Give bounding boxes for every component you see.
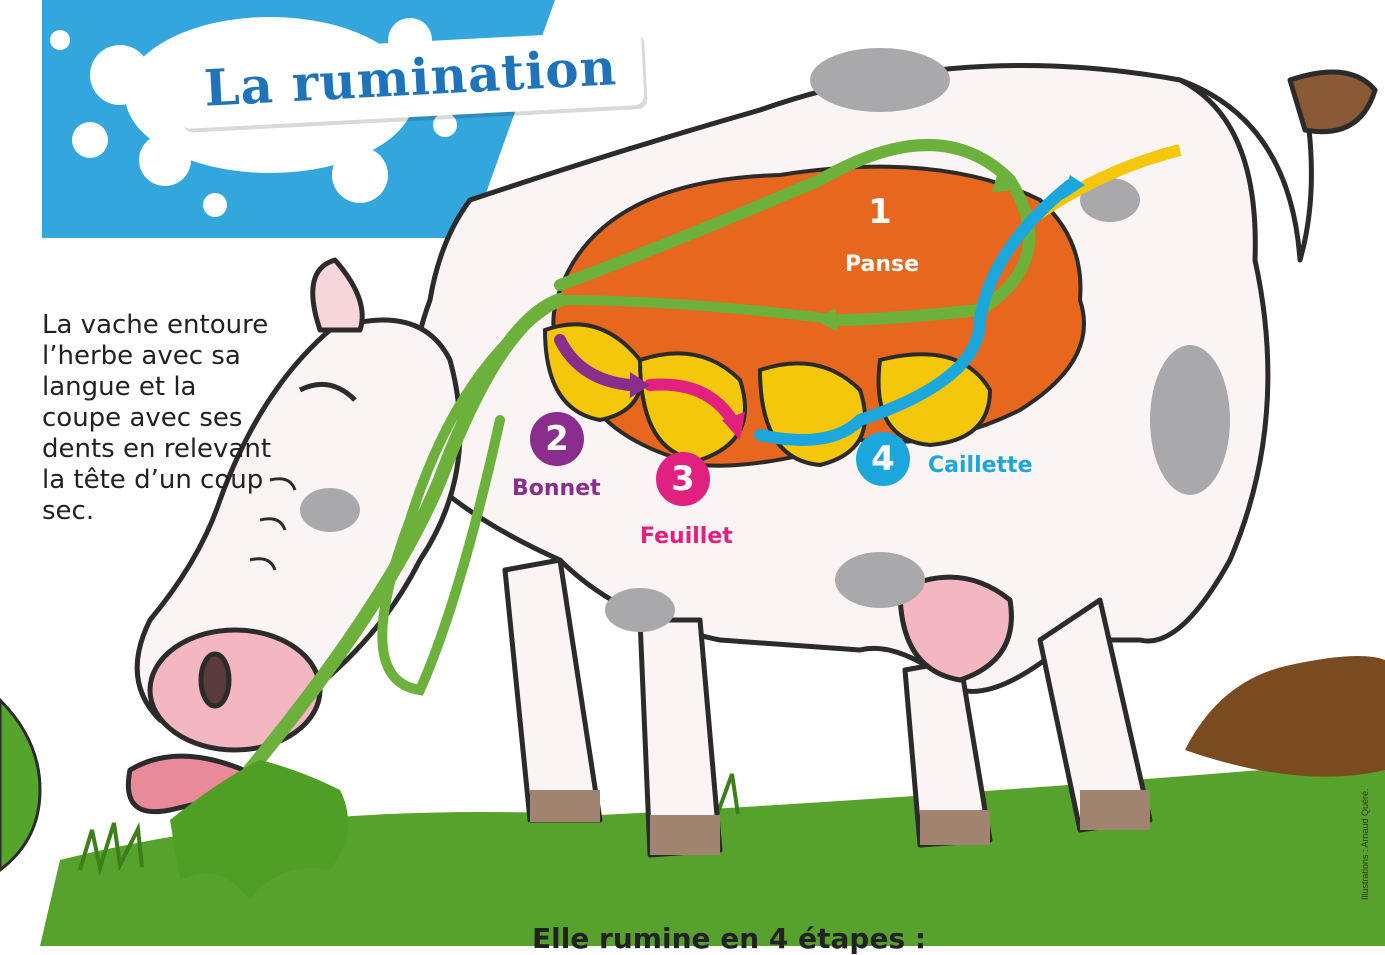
edge-green-circle	[0, 700, 40, 870]
cow-muzzle	[150, 630, 320, 750]
stage-3-badge: 3	[656, 452, 710, 506]
steps-heading: Elle rumine en 4 étapes :	[532, 922, 926, 955]
cow-leg-front-left	[505, 560, 600, 820]
stage-1-badge: 1	[853, 185, 907, 239]
stage-1-label: Panse	[845, 252, 919, 277]
cow-tail-tuft	[1290, 72, 1375, 132]
cow-ear	[313, 260, 362, 330]
intro-text: La vache entoure l’herbe avec sa langue …	[42, 310, 282, 527]
page-title: La rumination	[203, 37, 619, 118]
stage-2-label: Bonnet	[512, 476, 601, 501]
stage-3-label: Feuillet	[640, 524, 733, 549]
stage-2-badge: 2	[530, 412, 584, 466]
dung-pile	[1185, 656, 1385, 777]
cow-nostril	[201, 654, 229, 706]
stage-4-badge: 4	[856, 432, 910, 486]
stage-4-label: Caillette	[928, 453, 1033, 478]
illustration-credit: Illustrations : Arnaud Quéré.	[1360, 788, 1370, 900]
